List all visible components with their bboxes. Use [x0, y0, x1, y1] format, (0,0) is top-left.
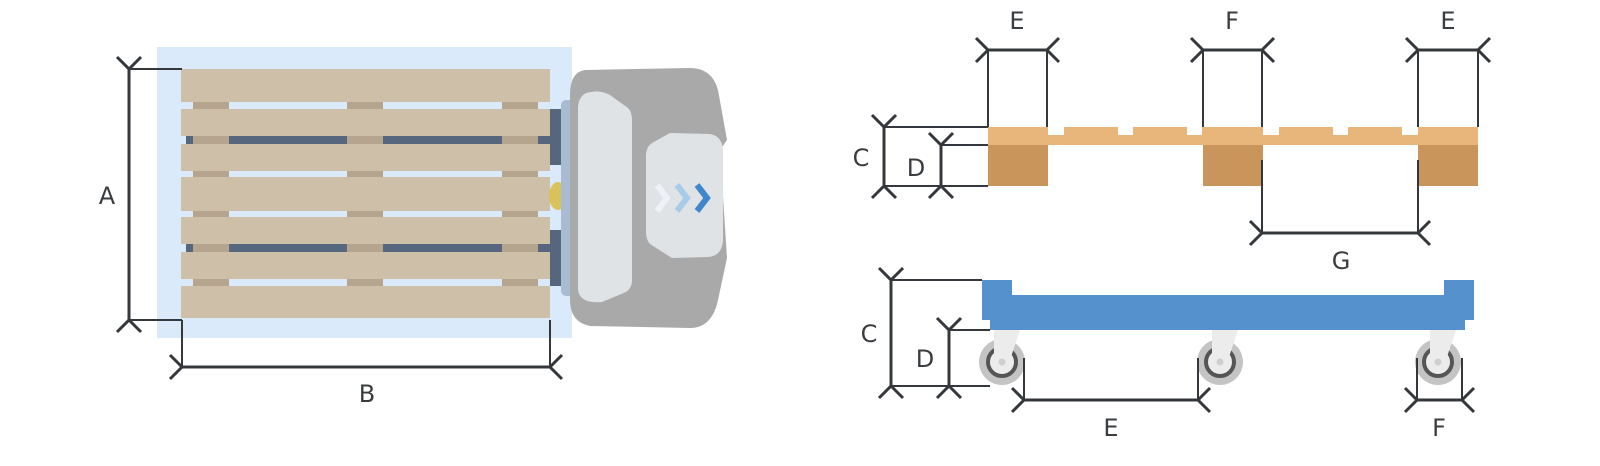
robot — [549, 68, 727, 328]
wheel-axle — [1434, 358, 1442, 366]
extension-line — [1202, 50, 1263, 127]
cart-side-view: C D E F — [861, 266, 1476, 442]
dimension-lines-pallet — [870, 36, 1492, 247]
pallet-block — [1203, 145, 1263, 186]
extension-line — [181, 320, 551, 367]
wheel-axle — [1216, 358, 1224, 366]
dimension-line-vertical — [115, 55, 143, 334]
extension-line — [884, 126, 988, 187]
dimension-line-horizontal — [1403, 386, 1476, 414]
dimension-label-c: C — [861, 320, 878, 348]
pallet-block — [1418, 145, 1478, 186]
dimension-line-horizontal — [168, 353, 564, 381]
wheel-axle — [998, 358, 1006, 366]
dimension-label-g: G — [1332, 247, 1351, 275]
dimension-label-f: F — [1432, 414, 1446, 442]
dimension-label-d: D — [916, 345, 934, 373]
extension-line — [1417, 50, 1479, 127]
cart-frame — [982, 280, 1474, 330]
dimension-line-vertical — [927, 131, 955, 200]
top-view: A B — [99, 47, 727, 408]
dimension-label-d: D — [907, 154, 925, 182]
pallet-side-view: C D E F E G — [853, 7, 1492, 275]
chevrons-right-icon — [654, 183, 711, 213]
dimension-label-b: B — [359, 380, 375, 408]
caster-fork — [1212, 330, 1238, 360]
extension-line — [891, 279, 990, 387]
dimension-label-c: C — [853, 144, 870, 172]
dimension-label-e: E — [1440, 7, 1455, 35]
pallet-boards — [181, 69, 550, 318]
pallet-block — [988, 145, 1048, 186]
caster-wheels — [979, 330, 1461, 385]
robot-panel — [578, 91, 632, 303]
dimension-line-vertical — [877, 266, 905, 400]
caster-fork — [994, 330, 1020, 360]
dimension-lines-cart — [877, 266, 1476, 414]
extension-line — [987, 50, 1048, 127]
extension-line — [1023, 358, 1199, 400]
dimension-line-horizontal — [1248, 219, 1432, 247]
dimension-label-e: E — [1103, 414, 1118, 442]
dimension-label-e: E — [1009, 7, 1024, 35]
dimension-lines-top — [115, 55, 564, 381]
dimension-label-a: A — [99, 182, 116, 210]
pallet-top-deck — [988, 127, 1478, 145]
dimension-label-f: F — [1225, 7, 1239, 35]
extension-line — [1261, 160, 1419, 233]
dimension-line-horizontal — [1010, 386, 1212, 414]
extension-line — [129, 68, 182, 321]
extension-line — [1416, 358, 1463, 400]
caster-fork — [1430, 330, 1456, 360]
